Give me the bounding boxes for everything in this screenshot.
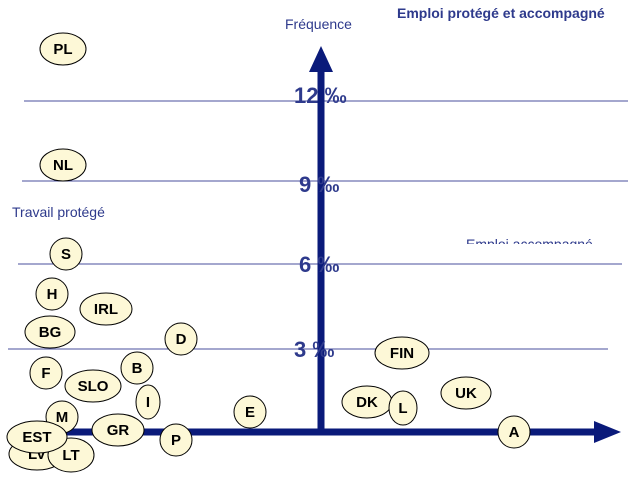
tick-label: 3 ‰ <box>294 337 334 362</box>
country-bubble-l: L <box>388 390 418 426</box>
country-bubble-pl: PL <box>39 32 87 66</box>
x-axis-arrowhead <box>594 421 621 443</box>
country-label: EST <box>22 429 51 446</box>
country-bubble-shape <box>374 336 430 370</box>
country-bubble-gr: GR <box>91 413 145 447</box>
country-bubble-h: H <box>35 277 69 311</box>
country-bubble-shape <box>49 237 83 271</box>
country-label: LT <box>62 447 79 464</box>
country-bubble-shape <box>440 376 492 410</box>
country-bubble-fin: FIN <box>374 336 430 370</box>
country-label: DK <box>356 394 378 411</box>
country-label: F <box>41 365 50 382</box>
country-bubble-shape <box>164 322 198 356</box>
right-region-label: Emploi accompagné <box>466 236 593 252</box>
country-bubble-s: S <box>49 237 83 271</box>
tick-label: 6 ‰ <box>299 252 339 277</box>
country-label: BG <box>39 324 62 341</box>
country-bubble-shape <box>39 148 87 182</box>
country-bubble-nl: NL <box>39 148 87 182</box>
country-label: IRL <box>94 301 118 318</box>
country-bubble-d: D <box>164 322 198 356</box>
country-label: A <box>509 424 520 441</box>
country-bubble-i: I <box>135 384 161 420</box>
left-region-label: Travail protégé <box>12 204 105 220</box>
tick-label: 12 ‰ <box>294 83 347 108</box>
country-bubble-shape <box>29 356 63 390</box>
country-label: L <box>398 400 407 417</box>
country-bubble-shape <box>39 32 87 66</box>
country-bubble-shape <box>35 277 69 311</box>
country-label: P <box>171 432 181 449</box>
country-label: S <box>61 246 71 263</box>
country-bubble-irl: IRL <box>79 292 133 326</box>
country-bubble-bg: BG <box>24 315 76 349</box>
country-bubble-e: E <box>233 395 267 429</box>
country-bubble-a: A <box>497 415 531 449</box>
country-bubble-uk: UK <box>440 376 492 410</box>
country-bubble-shape <box>159 423 193 457</box>
country-label: UK <box>455 385 477 402</box>
country-bubble-shape <box>6 420 68 454</box>
country-bubble-slo: SLO <box>64 369 122 403</box>
country-label: FIN <box>390 345 414 362</box>
country-bubble-f: F <box>29 356 63 390</box>
country-label: H <box>47 286 58 303</box>
country-bubble-shape <box>64 369 122 403</box>
country-bubble-shape <box>497 415 531 449</box>
country-bubble-shape <box>388 390 418 426</box>
country-label: SLO <box>78 378 109 395</box>
country-bubble-dk: DK <box>341 385 393 419</box>
country-label: GR <box>107 422 130 439</box>
country-bubble-shape <box>79 292 133 326</box>
country-bubble-shape <box>91 413 145 447</box>
tick-label: 9 ‰ <box>299 172 339 197</box>
country-label: I <box>146 394 150 411</box>
country-bubble-shape <box>233 395 267 429</box>
country-label: PL <box>53 41 72 58</box>
country-bubble-p: P <box>159 423 193 457</box>
country-label: M <box>56 409 69 426</box>
country-bubble-shape <box>24 315 76 349</box>
country-bubble-est: EST <box>6 420 68 454</box>
country-bubble-b: B <box>120 351 154 385</box>
country-label: E <box>245 404 255 421</box>
country-label: B <box>132 360 143 377</box>
diagram-title: Emploi protégé et accompagné <box>397 5 605 21</box>
country-label: NL <box>53 157 73 174</box>
y-axis-title: Fréquence <box>285 16 352 32</box>
tick-labels: 3 ‰ 6 ‰ 9 ‰ 12 ‰ <box>294 83 347 362</box>
y-axis-arrowhead <box>309 46 333 72</box>
country-label: D <box>176 331 187 348</box>
country-bubble-shape <box>120 351 154 385</box>
country-bubble-shape <box>135 384 161 420</box>
